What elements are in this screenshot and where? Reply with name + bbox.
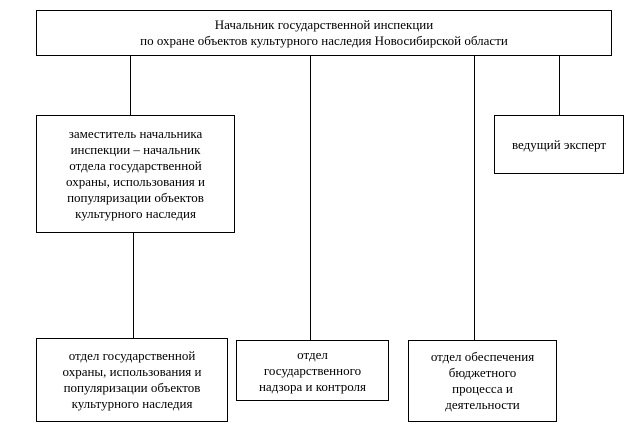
expert-box: ведущий эксперт (494, 115, 624, 174)
dept-supervision-box: отдел государственного надзора и контрол… (236, 340, 389, 401)
connector-head-supervision (310, 55, 311, 341)
expert-label: ведущий эксперт (511, 136, 607, 152)
head-box: Начальник государственной инспекции по о… (36, 10, 612, 56)
dept-protection-label: отдел государственной охраны, использова… (62, 348, 202, 411)
connector-head-deputy (130, 55, 131, 117)
deputy-box: заместитель начальника инспекции – начал… (36, 115, 235, 233)
deputy-label: заместитель начальника инспекции – начал… (66, 126, 205, 221)
connector-head-expert (559, 55, 560, 117)
dept-budget-label: отдел обеспечения бюджетного процесса и … (430, 349, 535, 412)
head-label: Начальник государственной инспекции по о… (140, 17, 508, 48)
dept-supervision-label: отдел государственного надзора и контрол… (258, 346, 367, 394)
connector-head-budget (474, 55, 475, 341)
dept-budget-box: отдел обеспечения бюджетного процесса и … (408, 340, 557, 422)
dept-protection-box: отдел государственной охраны, использова… (36, 338, 228, 422)
connector-deputy-protection (133, 232, 134, 340)
